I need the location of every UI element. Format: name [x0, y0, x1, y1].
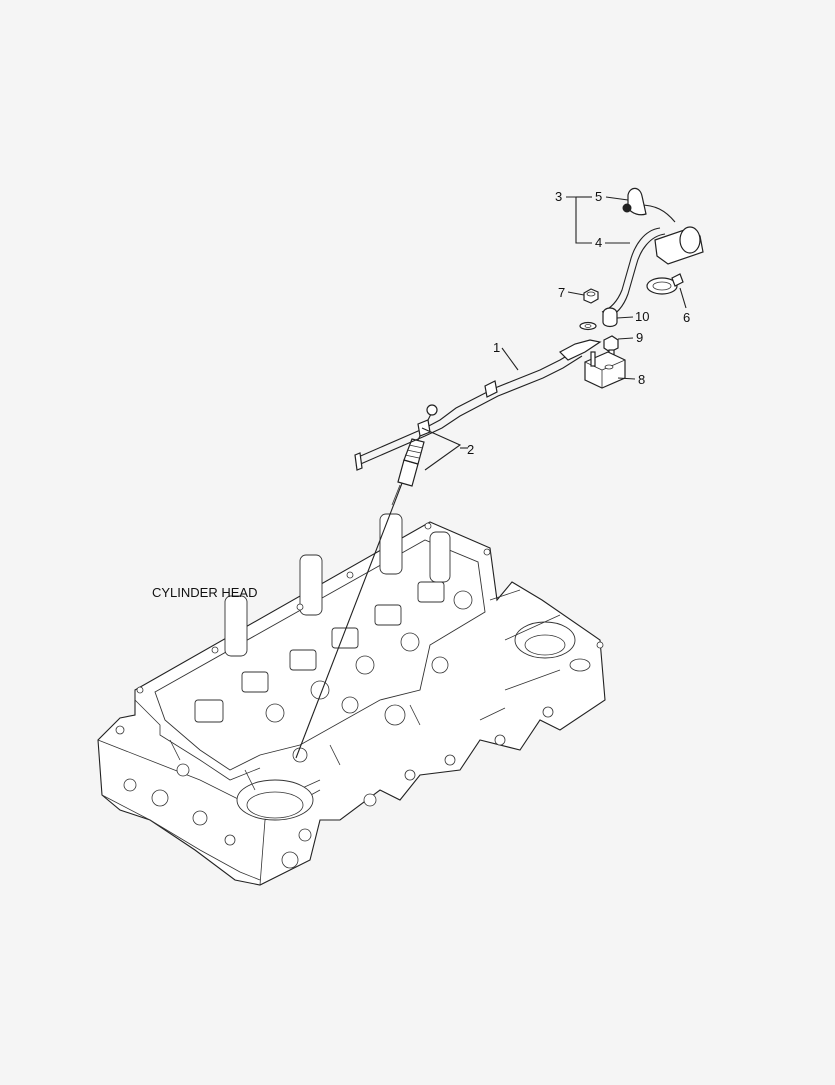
cylinder-head-caption: CYLINDER HEAD	[152, 585, 257, 600]
cable-icon	[601, 204, 704, 319]
callout-9: 9	[636, 330, 643, 345]
cap-nut-icon	[602, 307, 618, 328]
callout-10: 10	[635, 309, 649, 324]
terminal-block-icon	[584, 351, 626, 389]
cylinder-head-icon	[97, 513, 606, 886]
wiring-harness-icon	[354, 339, 602, 471]
callout-3: 3	[555, 189, 562, 204]
leader-lines	[421, 196, 687, 471]
callout-4: 4	[595, 235, 602, 250]
glow-plug-icon	[295, 404, 438, 759]
callout-8: 8	[638, 372, 645, 387]
callout-2: 2	[467, 442, 474, 457]
callout-6: 6	[683, 310, 690, 325]
callout-5: 5	[595, 189, 602, 204]
clamp-icon	[622, 187, 647, 216]
clamp-6-icon	[646, 273, 684, 295]
callout-1: 1	[493, 340, 500, 355]
callout-7: 7	[558, 285, 565, 300]
nut-icon	[579, 288, 599, 331]
